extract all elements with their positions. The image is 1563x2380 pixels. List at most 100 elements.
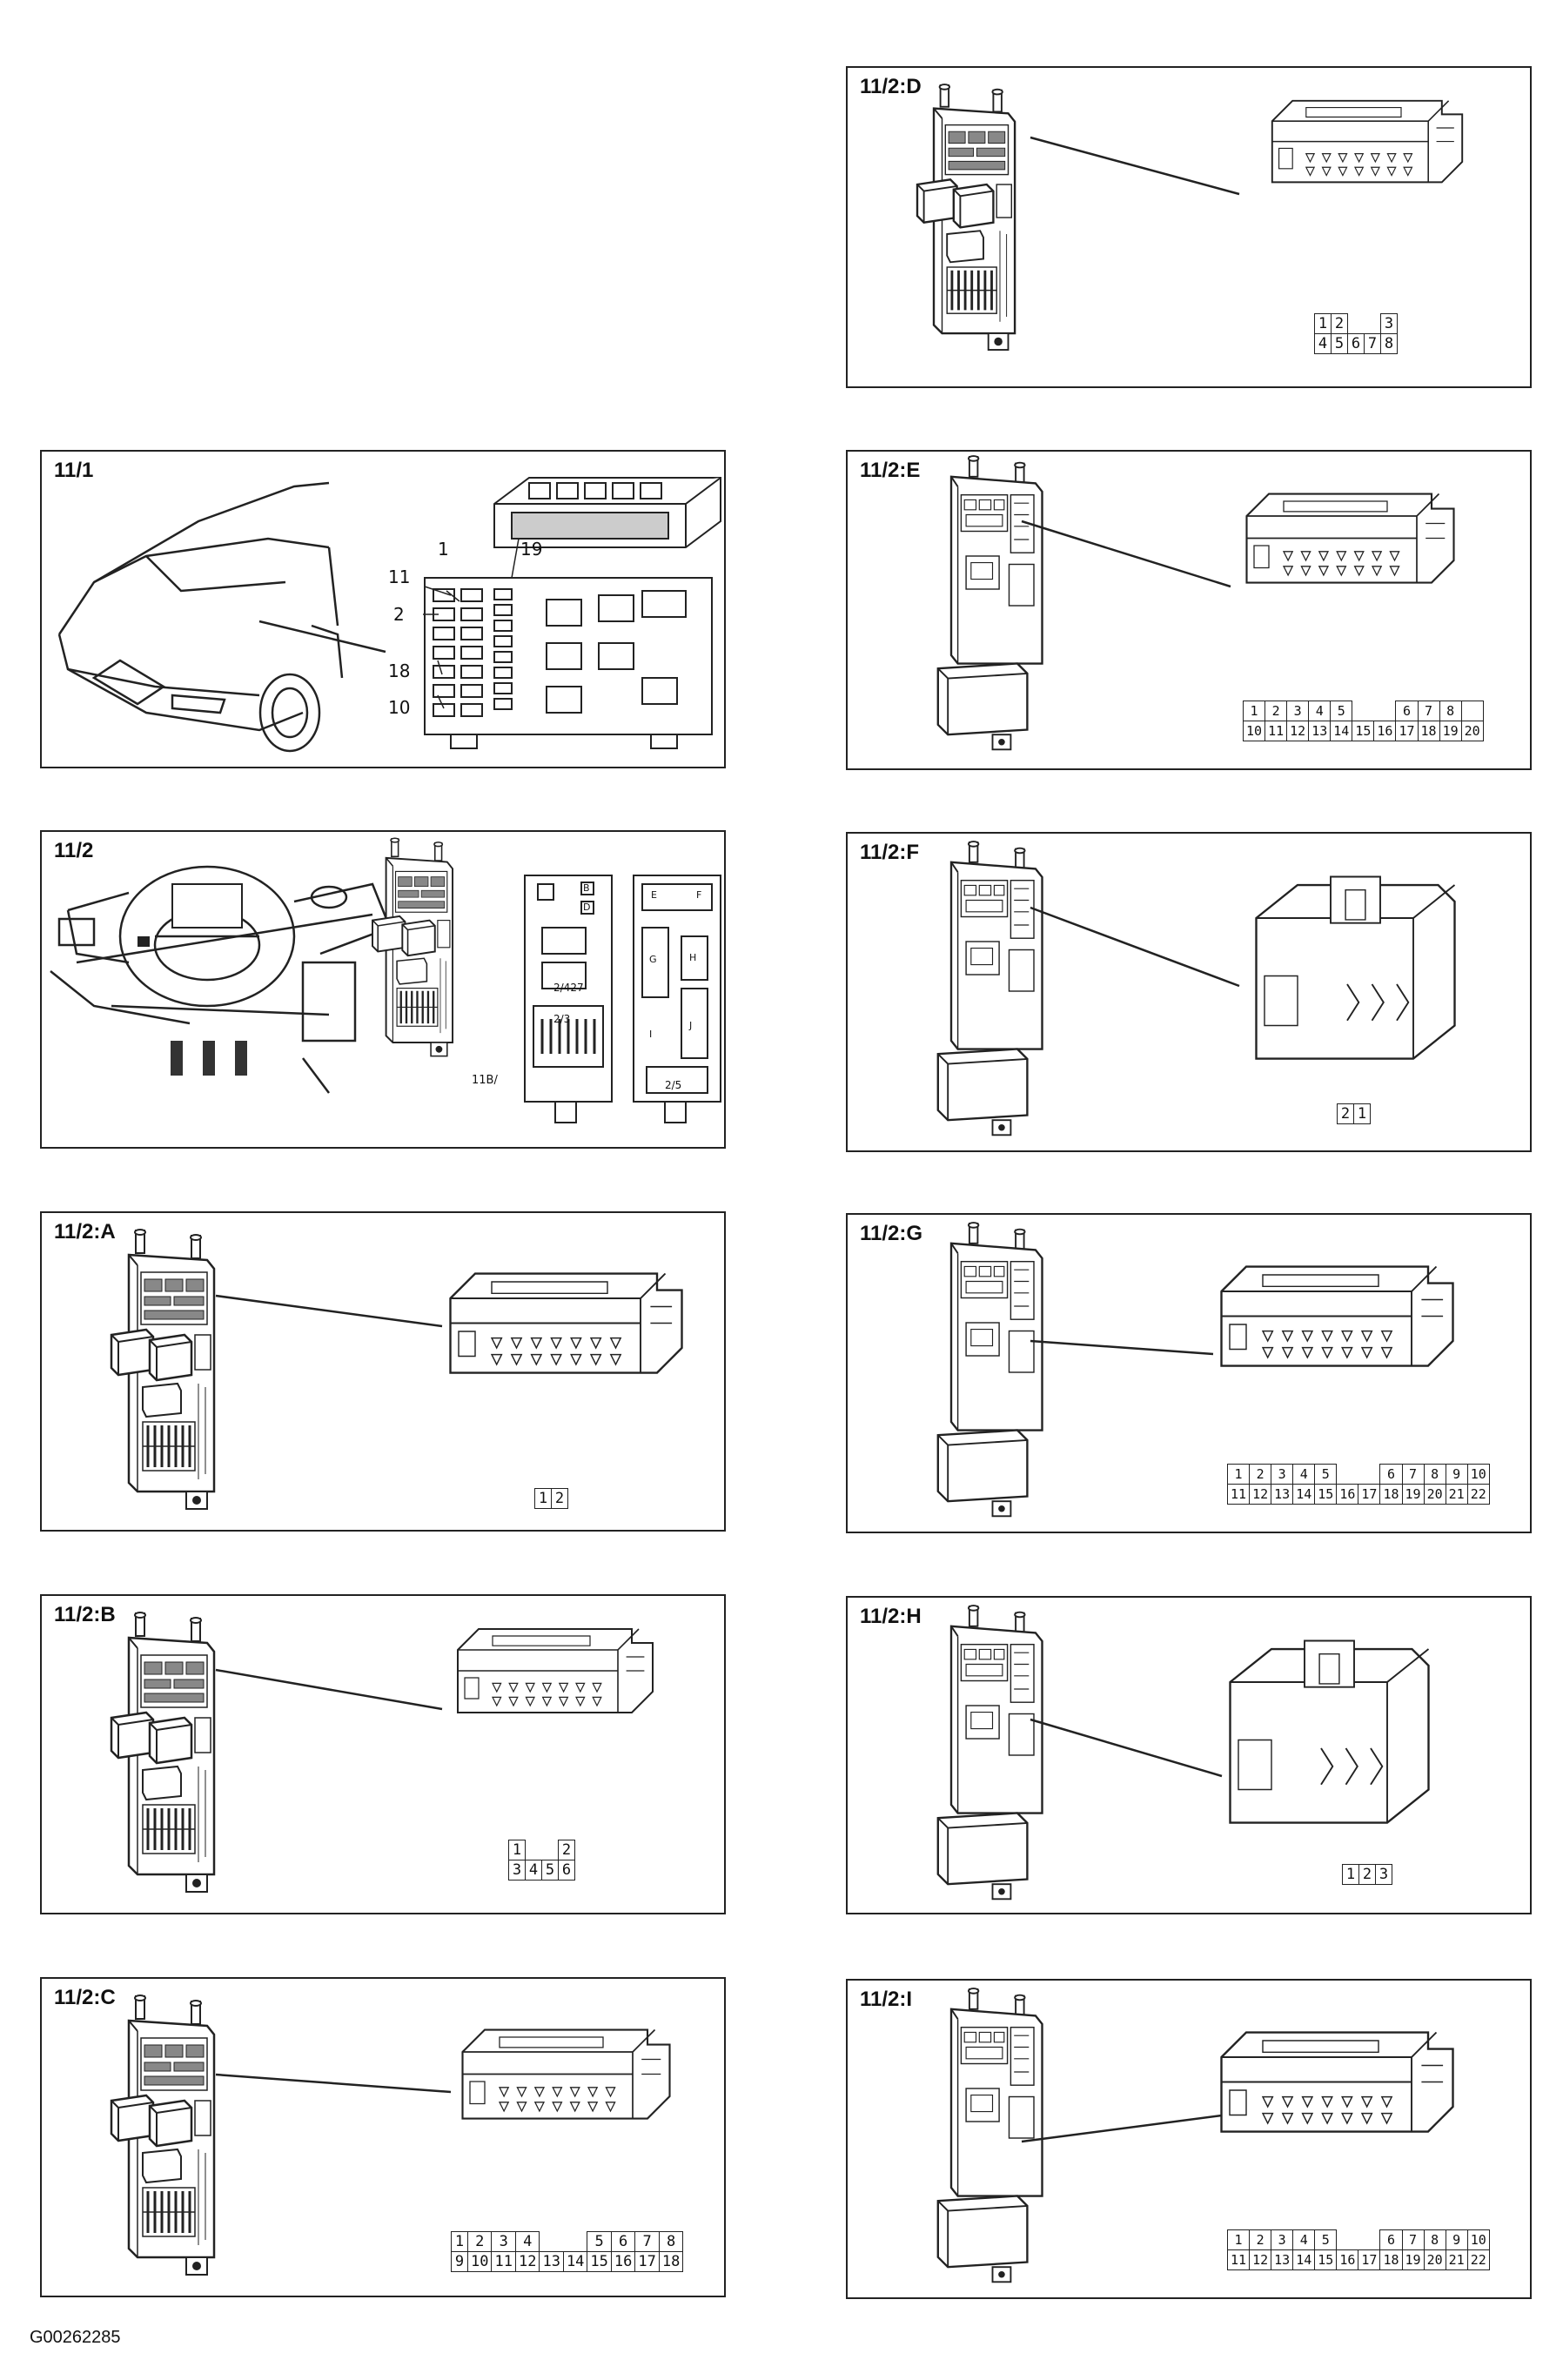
pin-6: 6 xyxy=(558,1860,575,1881)
pin: 16 xyxy=(1336,1484,1359,1505)
pin-gap xyxy=(1348,314,1365,334)
pin-layout-f: 2 1 xyxy=(1337,1103,1371,1124)
pin-1: 1 xyxy=(534,1488,552,1509)
pin-layout-i: 1 2 3 4 5 6 7 8 9 10 11 12 13 14 15 16 1… xyxy=(1226,2229,1490,2270)
pin: 22 xyxy=(1466,1484,1490,1505)
fuse-letter-j: J xyxy=(689,1020,693,1031)
module-connector-c-illustration xyxy=(110,1994,671,2276)
pin-gap xyxy=(540,2232,563,2252)
pin: 13 xyxy=(1271,1484,1294,1505)
pin-5: 5 xyxy=(1331,333,1348,354)
pin-4: 4 xyxy=(1314,333,1332,354)
pin xyxy=(1460,701,1484,721)
pin: 10 xyxy=(466,2251,493,2272)
pin-layout-a: 1 2 xyxy=(534,1488,568,1509)
panel-11-1: 11/1 xyxy=(40,450,726,768)
pin: 12 xyxy=(1286,721,1310,741)
pin: 11 xyxy=(1226,1484,1251,1505)
pin: 11 xyxy=(491,2251,516,2272)
pin: 10 xyxy=(1242,721,1266,741)
module-connector-h-illustration xyxy=(936,1604,1430,1901)
panel-11-2-F: 11/2:F 2 1 xyxy=(846,832,1532,1152)
pin: 2 xyxy=(466,2231,493,2252)
pin: 16 xyxy=(610,2251,636,2272)
pin-7: 7 xyxy=(1364,333,1381,354)
pin: 1 xyxy=(1242,701,1266,721)
pin: 4 xyxy=(1308,701,1332,721)
pin: 18 xyxy=(1379,2249,1403,2270)
pin: 5 xyxy=(587,2231,612,2252)
pin: 12 xyxy=(514,2251,540,2272)
pin-gap xyxy=(1374,701,1396,721)
panel-11-2-E: 11/2:E 1 2 3 4 5 6 7 8 10 11 12 13 14 15… xyxy=(846,450,1532,770)
pin: 21 xyxy=(1445,1484,1468,1505)
panel-11-2-I: 11/2:I 1 2 3 4 5 6 7 8 9 10 11 12 13 14 … xyxy=(846,1979,1532,2299)
pin: 18 xyxy=(658,2251,684,2272)
pin: 19 xyxy=(1439,721,1462,741)
pin: 14 xyxy=(562,2251,588,2272)
pin: 17 xyxy=(1395,721,1419,741)
fuse-letter-i: I xyxy=(649,1029,653,1040)
pin: 15 xyxy=(1314,2249,1338,2270)
pin: 13 xyxy=(1271,2249,1294,2270)
pin: 20 xyxy=(1423,2249,1446,2270)
pin: 18 xyxy=(1417,721,1440,741)
pin-6: 6 xyxy=(1347,333,1365,354)
pin-1: 1 xyxy=(1353,1103,1371,1124)
pin-8: 8 xyxy=(1380,333,1398,354)
pin: 17 xyxy=(1358,2249,1381,2270)
relay-label-2-427: 2/427 xyxy=(553,982,584,994)
module-connector-b-illustration xyxy=(110,1611,654,1894)
panel-title: 11/2:C xyxy=(54,1986,116,2009)
arrow-label-11b: 11B/ xyxy=(472,1074,498,1087)
car-and-fusebox-illustration xyxy=(57,477,721,753)
module-connector-f-illustration xyxy=(936,840,1456,1136)
pin: 15 xyxy=(1352,721,1375,741)
module-connector-e-illustration xyxy=(936,454,1455,751)
pin: 4 xyxy=(514,2231,540,2252)
module-connector-g-illustration xyxy=(936,1221,1454,1518)
panel-title: 11/2:H xyxy=(860,1605,922,1628)
pin: 9 xyxy=(1445,1464,1468,1485)
pin-gap xyxy=(1365,314,1381,334)
pin: 7 xyxy=(1417,701,1440,721)
panel-11-2-B: 11/2:B 1 2 3 4 5 6 xyxy=(40,1594,726,1914)
pin: 6 xyxy=(1379,2229,1403,2250)
callout-18: 18 xyxy=(388,660,411,681)
pin-layout-h: 1 2 3 xyxy=(1342,1864,1392,1885)
pin-gap xyxy=(1358,1465,1380,1485)
pin: 15 xyxy=(1314,1484,1338,1505)
pin-2: 2 xyxy=(558,1840,575,1860)
pin-layout-d: 1 2 3 4 5 6 7 8 xyxy=(1314,313,1398,354)
pin: 18 xyxy=(1379,1484,1403,1505)
pin: 8 xyxy=(1423,1464,1446,1485)
pin-3: 3 xyxy=(1380,313,1398,334)
pin: 22 xyxy=(1466,2249,1490,2270)
pin: 3 xyxy=(1271,2229,1294,2250)
pin-1: 1 xyxy=(1314,313,1332,334)
pin: 5 xyxy=(1330,701,1353,721)
pin-4: 4 xyxy=(525,1860,542,1881)
pin-2: 2 xyxy=(1337,1103,1354,1124)
pin: 9 xyxy=(1445,2229,1468,2250)
pin-3: 3 xyxy=(508,1860,526,1881)
pin: 3 xyxy=(491,2231,516,2252)
pin: 2 xyxy=(1249,2229,1272,2250)
pin-gap xyxy=(1358,2230,1380,2250)
pin: 14 xyxy=(1292,1484,1316,1505)
pin: 11 xyxy=(1226,2249,1251,2270)
pin: 8 xyxy=(658,2231,684,2252)
fuse-letter-e: E xyxy=(651,889,657,901)
pin: 5 xyxy=(1314,1464,1338,1485)
panel-title: 11/2:A xyxy=(54,1220,116,1244)
fuse-letter-f: F xyxy=(696,889,702,901)
panel-title: 11/2:E xyxy=(860,459,921,482)
pin: 19 xyxy=(1401,2249,1425,2270)
pin: 7 xyxy=(1401,1464,1425,1485)
pin: 6 xyxy=(1379,1464,1403,1485)
fuse-letter-g: G xyxy=(649,954,657,965)
relay-label-2-3: 2/3 xyxy=(553,1013,571,1025)
panel-11-2-A: 11/2:A 1 2 xyxy=(40,1211,726,1532)
module-connector-i-illustration xyxy=(936,1987,1454,2283)
panel-title: 11/2:D xyxy=(860,75,922,98)
